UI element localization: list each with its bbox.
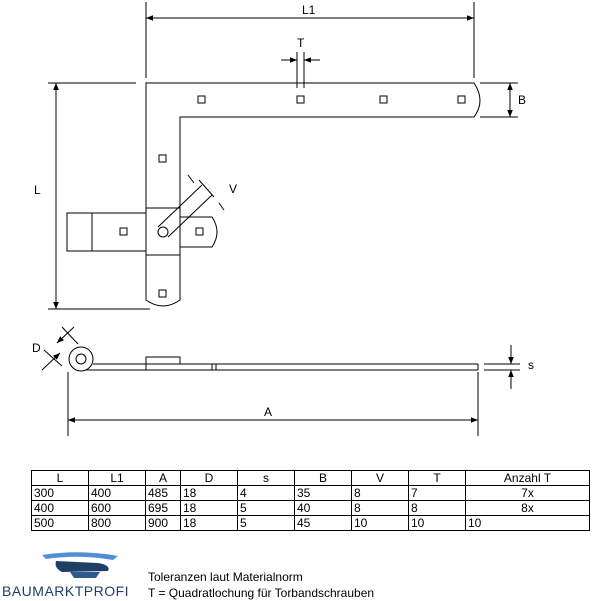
table-cell: 10	[351, 515, 409, 531]
dimension-T	[281, 52, 320, 88]
hinge-side-view	[68, 346, 479, 372]
square-holes	[119, 95, 466, 298]
table-cell: 7	[408, 485, 466, 501]
table-cell: 900	[145, 515, 181, 531]
table-cell: 695	[145, 500, 181, 516]
table-cell: 40	[294, 500, 352, 516]
note-tolerance: Toleranzen laut Materialnorm	[148, 570, 303, 584]
header-T: T	[408, 470, 466, 486]
label-s: s	[528, 358, 534, 372]
table-cell: 8	[351, 485, 409, 501]
table-cell: 8	[351, 500, 409, 516]
hinge-top-view	[66, 82, 481, 307]
table-cell: 18	[180, 515, 238, 531]
header-s: s	[237, 470, 295, 486]
header-D: D	[180, 470, 238, 486]
dimension-B	[480, 82, 518, 118]
table-cell: 800	[88, 515, 146, 531]
table-cell: 485	[145, 485, 181, 501]
table-cell: 400	[88, 485, 146, 501]
table-cell: 5	[237, 515, 295, 531]
header-V: V	[351, 470, 409, 486]
label-A: A	[264, 405, 272, 419]
header-L: L	[31, 470, 89, 486]
table-cell: 8x	[465, 500, 590, 516]
notes: Toleranzen laut Materialnorm T = Quadrat…	[148, 569, 374, 601]
label-T: T	[297, 36, 305, 50]
dimension-s	[484, 345, 520, 389]
table-row: 400 600 695 18 5 40 8 8 8x	[31, 500, 590, 516]
table-cell: 400	[31, 500, 89, 516]
dimension-table: L L1 A D s B V T Anzahl T 300 400 485 18…	[31, 470, 590, 531]
table-cell: 35	[294, 485, 352, 501]
table-cell: 10	[408, 515, 466, 531]
header-L1: L1	[88, 470, 146, 486]
table-cell: 18	[180, 485, 238, 501]
table-cell: 500	[31, 515, 89, 531]
round-hole	[157, 174, 225, 238]
table-cell: 8	[408, 500, 466, 516]
dimension-D	[41, 326, 79, 371]
table-cell: 7x	[465, 485, 590, 501]
label-L: L	[34, 183, 41, 197]
technical-drawing: L1 T B L V D	[32, 2, 534, 436]
table-header-row: L L1 A D s B V T Anzahl T	[31, 470, 590, 486]
table-cell: 18	[180, 500, 238, 516]
label-V: V	[229, 182, 237, 196]
label-D: D	[32, 341, 41, 355]
header-B: B	[294, 470, 352, 486]
label-L1: L1	[302, 3, 316, 17]
table-cell: 45	[294, 515, 352, 531]
dimension-L	[48, 82, 150, 310]
table-row: 300 400 485 18 4 35 8 7 7x	[31, 485, 590, 501]
table-cell: 600	[88, 500, 146, 516]
header-A: A	[145, 470, 181, 486]
dimension-L1	[145, 2, 475, 78]
hand-tool-logo-icon	[42, 552, 118, 578]
header-anzahl-t: Anzahl T	[465, 470, 590, 486]
table-cell: 10	[465, 515, 590, 531]
note-square-holes: T = Quadratlochung für Torbandschrauben	[148, 586, 375, 600]
table-cell: 4	[237, 485, 295, 501]
table-cell: 300	[31, 485, 89, 501]
table-cell: 5	[237, 500, 295, 516]
label-B: B	[518, 93, 526, 107]
logo-text: BAUMARKTPROFI	[2, 583, 130, 599]
dimension-A	[67, 372, 479, 436]
table-row: 500 800 900 18 5 45 10 10 10	[31, 515, 590, 531]
